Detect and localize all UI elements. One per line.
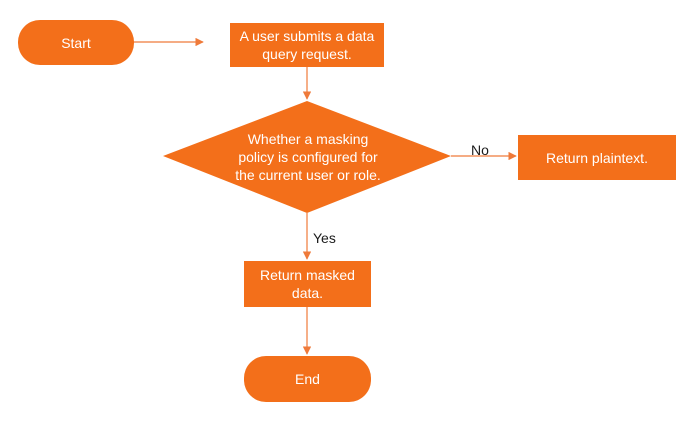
submit-request-label: A user submits a data query request. — [239, 28, 375, 62]
end-label: End — [295, 371, 320, 387]
return-plaintext-label: Return plaintext. — [546, 149, 648, 166]
end-node: End — [244, 356, 371, 402]
edge-label-yes: Yes — [313, 230, 336, 246]
decision-node: Whether a masking policy is configured f… — [235, 107, 381, 207]
return-masked-label: Return masked data. — [260, 267, 355, 301]
return-masked-node: Return masked data. — [244, 261, 371, 307]
edge-label-no: No — [471, 142, 489, 158]
decision-diamond — [163, 101, 451, 213]
return-plaintext-node: Return plaintext. — [518, 135, 676, 180]
decision-label: Whether a masking policy is configured f… — [235, 131, 381, 183]
submit-request-node: A user submits a data query request. — [230, 23, 384, 67]
start-label: Start — [61, 34, 91, 51]
start-node: Start — [18, 20, 134, 65]
